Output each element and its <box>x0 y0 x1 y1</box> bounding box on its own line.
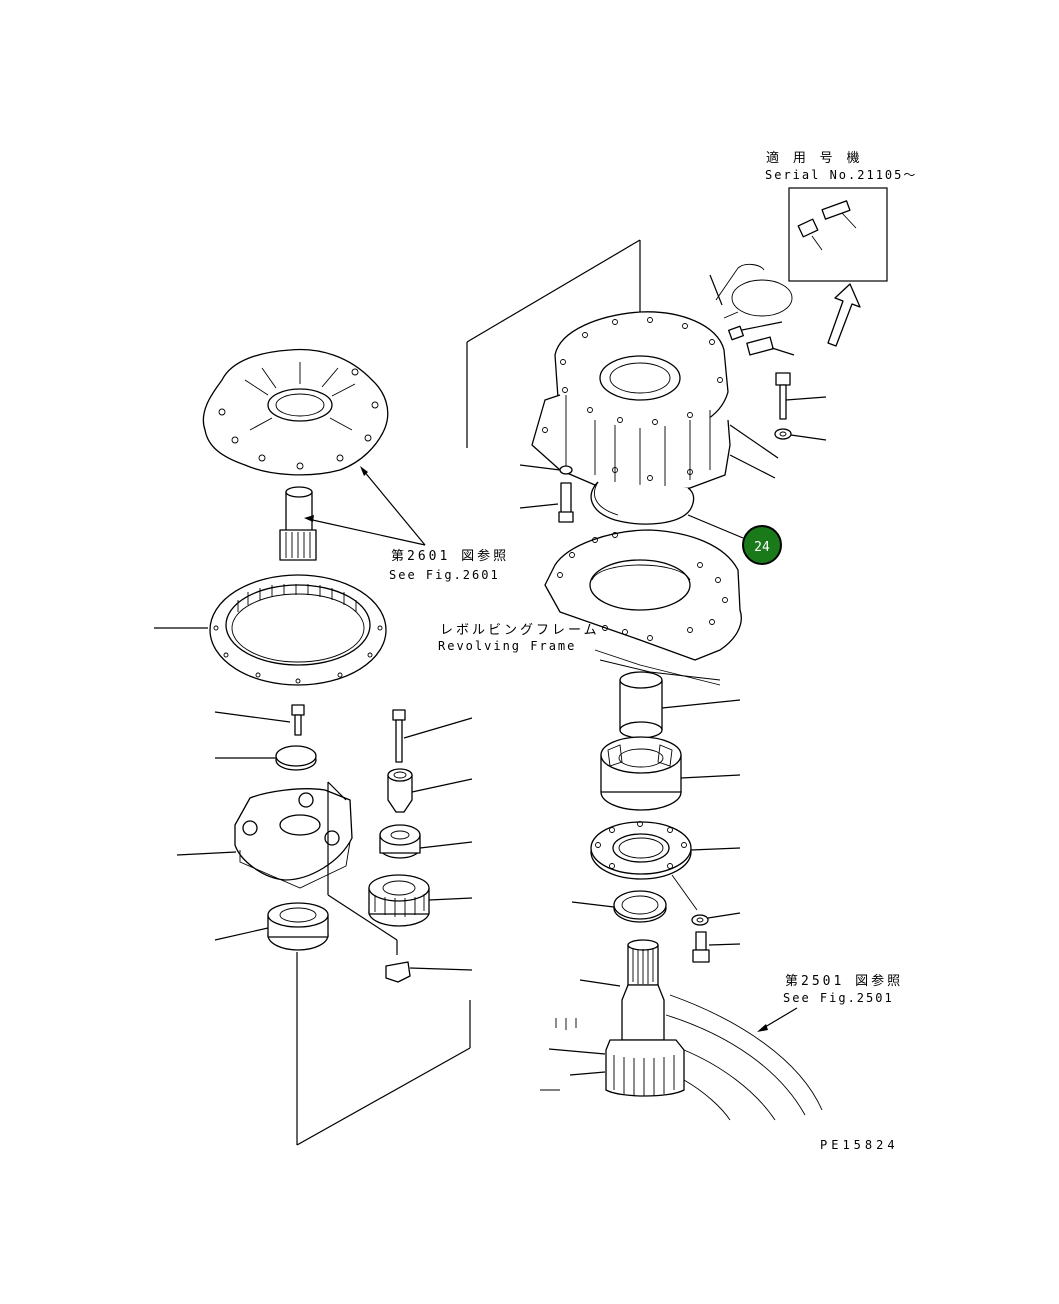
left-bearing <box>214 902 329 951</box>
small-bolt <box>692 931 741 963</box>
left-washer <box>215 745 317 771</box>
drawing-number: PE15824 <box>820 1138 899 1152</box>
ref-2601-leaders <box>304 466 426 546</box>
roller-bearing <box>600 736 741 811</box>
frame-label: レボルビングフレーム Revolving Frame <box>438 623 600 653</box>
fitting-sensor <box>746 336 795 356</box>
upper-housing <box>202 348 389 476</box>
drive-shaft <box>279 486 317 561</box>
center-bolt <box>392 709 473 763</box>
inset-arrow <box>827 283 861 347</box>
breather-hose <box>709 263 793 319</box>
center-bushing <box>387 768 473 813</box>
planet-gear <box>368 874 473 927</box>
frame-label-jp: レボルビングフレーム <box>440 623 600 638</box>
ref-2501-jp: 第2501 図参照 <box>785 973 903 989</box>
swing-circle <box>540 994 823 1121</box>
callout-24-badge[interactable] <box>742 525 782 565</box>
left-bolt <box>214 704 305 736</box>
pinion-shaft <box>548 939 685 1097</box>
ref-2601-label: 第2601 図参照 See Fig.2601 <box>389 548 509 582</box>
planet-carrier <box>176 788 353 889</box>
ring-gear <box>154 574 387 686</box>
seal-retainer <box>590 821 741 911</box>
right-top-bolt <box>775 372 827 420</box>
callout-24[interactable]: 24 <box>742 525 782 565</box>
sleeve <box>619 671 741 739</box>
ref-2601-en: See Fig.2601 <box>389 568 500 582</box>
serial-inset: 適 用 号 機 Serial No.21105～ <box>765 150 917 347</box>
housing-bracket <box>466 239 641 448</box>
ref-2601-jp: 第2601 図参照 <box>391 548 509 564</box>
o-ring-part-24 <box>590 481 744 539</box>
callout-24-number[interactable]: 24 <box>754 540 770 555</box>
serial-number-label: Serial No.21105～ <box>765 168 917 182</box>
serial-jp-label: 適 用 号 機 <box>766 150 862 166</box>
fitting-elbow <box>728 321 783 341</box>
revolving-frame <box>544 529 742 686</box>
center-bearing <box>379 824 473 859</box>
small-washer <box>691 912 741 926</box>
oil-seal <box>571 890 667 923</box>
right-top-washer <box>774 428 827 441</box>
thrust-washer <box>385 961 473 983</box>
ref-2501-en: See Fig.2501 <box>783 991 894 1005</box>
ref-2501-label: 第2501 図参照 See Fig.2501 <box>783 973 903 1005</box>
frame-label-en: Revolving Frame <box>438 639 576 653</box>
inset-fitting <box>797 200 857 251</box>
swing-housing <box>531 311 779 499</box>
housing-bolt <box>519 482 574 523</box>
left-bracket <box>296 781 471 1146</box>
housing-washer <box>519 395 573 475</box>
